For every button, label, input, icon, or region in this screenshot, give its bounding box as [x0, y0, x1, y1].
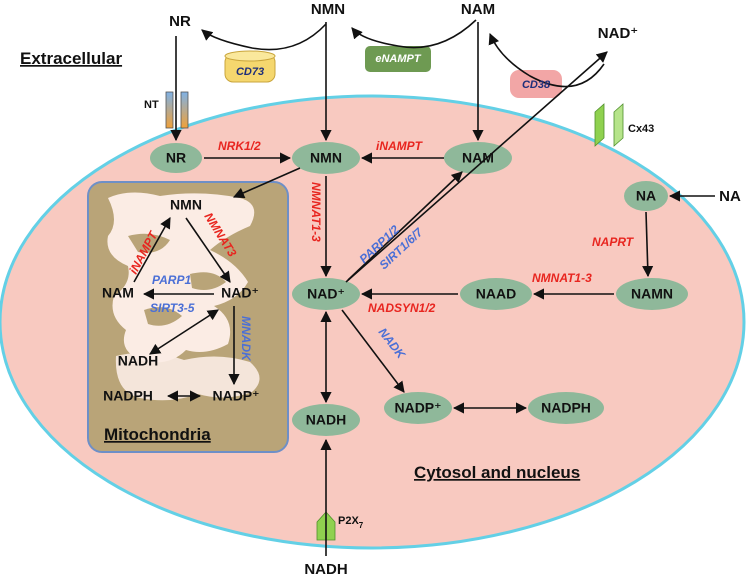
mnadk-mito-label: MNADK: [239, 316, 253, 362]
node-na-cytosol: [624, 181, 668, 211]
naprt-label: NAPRT: [592, 235, 635, 249]
nadph-cytosol-label: NADPH: [541, 400, 591, 416]
na-cytosol-label: NA: [636, 188, 656, 204]
nadp-mito-label: NADP⁺: [212, 388, 259, 404]
cx43-label: Cx43: [628, 123, 654, 135]
node-nad-cytosol: [292, 278, 360, 310]
parp1-mito-label: PARP1: [152, 273, 191, 287]
ext-na-label: NA: [719, 188, 741, 205]
cd73-label: CD73: [236, 66, 264, 78]
nmn-cytosol-label: NMN: [310, 150, 342, 166]
nam-cytosol-label: NAM: [462, 150, 494, 166]
node-nmn-cytosol: [292, 142, 360, 174]
nmnat-cytosol-label: NMNAT1-3: [309, 182, 323, 242]
cytosol-arrows: [204, 152, 654, 414]
ext-nr-label: NR: [169, 13, 191, 30]
node-nadh-cytosol: [292, 404, 360, 436]
mitochondrion: [87, 181, 289, 453]
node-naad-cytosol: [460, 278, 532, 310]
sirt-mito-label: SIRT3-5: [150, 301, 195, 315]
cytosol-nodes: [150, 142, 688, 436]
nr-cytosol-label: NR: [166, 150, 186, 166]
nrk-label: NRK1/2: [218, 139, 261, 153]
cd73-enzyme: [224, 50, 276, 83]
nadh-cytosol-label: NADH: [306, 412, 346, 428]
node-nadph-cytosol: [528, 392, 604, 424]
nadp-cytosol-label: NADP⁺: [394, 400, 441, 416]
nmn-mito-label: NMN: [170, 197, 202, 213]
nt-label: NT: [144, 99, 159, 111]
region-cytosol-label: Cytosol and nucleus: [414, 463, 580, 482]
ext-nadh-label: NADH: [304, 561, 347, 578]
nad-cytosol-label: NAD⁺: [307, 286, 345, 302]
nadsyn-label: NADSYN1/2: [368, 301, 436, 315]
nadh-mito-label: NADH: [118, 353, 158, 369]
inampt-cytosol-label: iNAMPT: [376, 139, 424, 153]
node-nadp-cytosol: [384, 392, 452, 424]
nt-transporter: [165, 91, 189, 129]
p2x7-label: P2X7: [338, 515, 364, 530]
nadph-mito-label: NADPH: [103, 388, 153, 404]
ext-nmn-label: NMN: [311, 1, 345, 18]
enampt-enzyme: [365, 46, 431, 72]
cd38-enzyme: [510, 70, 562, 98]
nad-mito-label: NAD⁺: [221, 285, 259, 301]
extracellular-arrows: [170, 19, 715, 556]
node-nr-cytosol: [150, 143, 202, 173]
mito-arrows: [133, 217, 240, 402]
namn-cytosol-label: NAMN: [631, 286, 673, 302]
ext-nam-label: NAM: [461, 1, 495, 18]
ext-nad-label: NAD⁺: [598, 25, 638, 42]
enampt-label: eNAMPT: [375, 53, 422, 65]
cd38-label: CD38: [522, 79, 551, 91]
region-extracellular-label: Extracellular: [20, 49, 122, 68]
region-mitochondria-label: Mitochondria: [104, 425, 211, 444]
nam-mito-label: NAM: [102, 285, 134, 301]
cx43-channel: [594, 103, 624, 147]
node-namn-cytosol: [616, 278, 688, 310]
nmnat-naad-label: NMNAT1-3: [532, 271, 592, 285]
naad-cytosol-label: NAAD: [476, 286, 516, 302]
